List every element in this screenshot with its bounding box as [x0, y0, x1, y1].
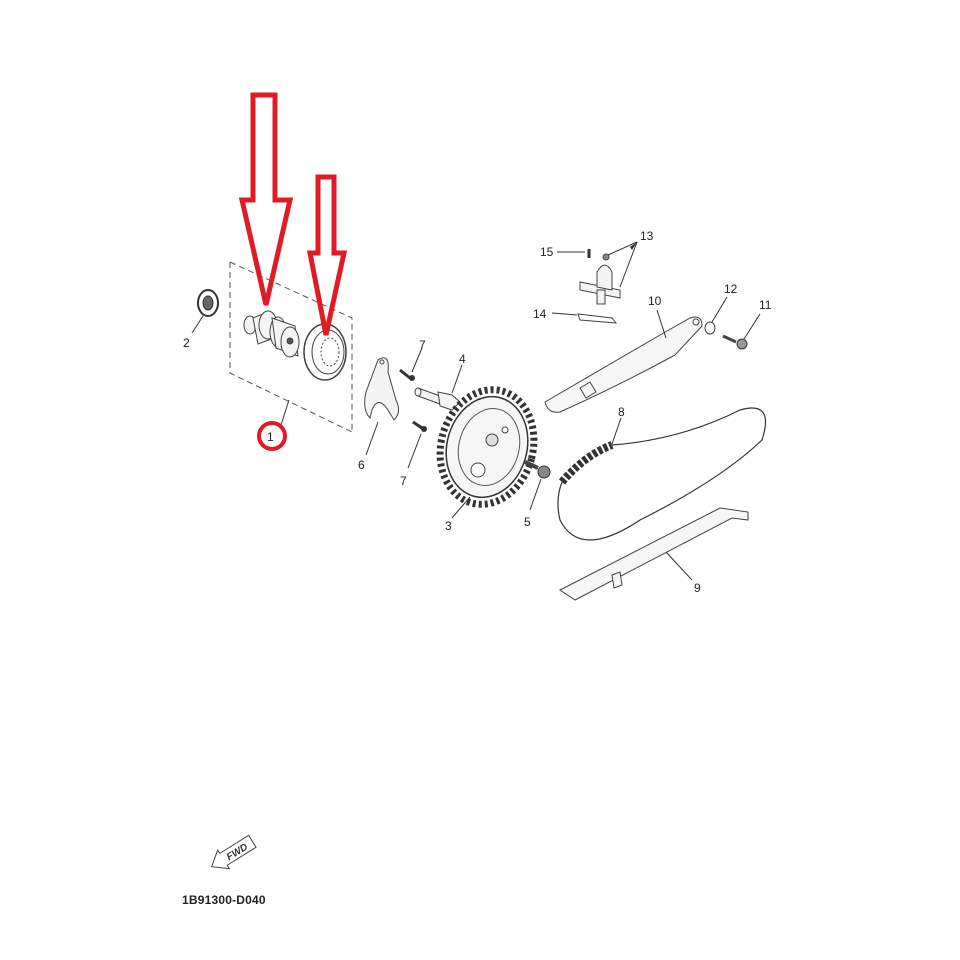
camshaft-sprocket-icon [436, 386, 538, 508]
callout-13: 13 [640, 229, 654, 243]
cam-chain-icon [557, 407, 767, 541]
callout-10: 10 [648, 294, 662, 308]
callout-1: 1 [267, 430, 274, 444]
sprocket-bolt-icon [524, 460, 551, 479]
drawing-code: 1B91300-D040 [182, 893, 266, 907]
callout-7a: 7 [419, 338, 426, 352]
callout-6: 6 [358, 458, 365, 472]
camshaft-icon [243, 310, 300, 358]
highlight-arrow-camshaft [238, 92, 294, 306]
callout-14: 14 [533, 307, 547, 321]
tensioner-gasket-icon [577, 313, 618, 324]
fwd-arrow-icon: FWD [210, 834, 257, 870]
callout-11: 11 [759, 298, 772, 312]
callout-9: 9 [694, 581, 701, 595]
callout-4: 4 [459, 352, 466, 366]
guide-bolt-icon [722, 334, 748, 350]
oil-seal-icon [197, 289, 219, 317]
chain-guide-intake-icon [544, 316, 703, 413]
callout-2: 2 [183, 336, 190, 350]
chain-guide-exhaust-icon [559, 507, 749, 601]
callout-7b: 7 [400, 474, 407, 488]
bolt-icon [399, 368, 411, 380]
bearing-icon [303, 323, 347, 381]
highlight-arrow-bearing [306, 174, 348, 336]
callout-15: 15 [540, 245, 554, 259]
highlight-circle-callout-1 [257, 421, 287, 451]
callout-8: 8 [618, 405, 625, 419]
retainer-plate-icon [364, 357, 400, 421]
callout-3: 3 [445, 519, 452, 533]
chain-tensioner-icon [579, 253, 621, 305]
callout-12: 12 [724, 282, 738, 296]
bolt-icon [412, 420, 423, 430]
o-ring-icon [704, 321, 716, 335]
callout-5: 5 [524, 515, 531, 529]
